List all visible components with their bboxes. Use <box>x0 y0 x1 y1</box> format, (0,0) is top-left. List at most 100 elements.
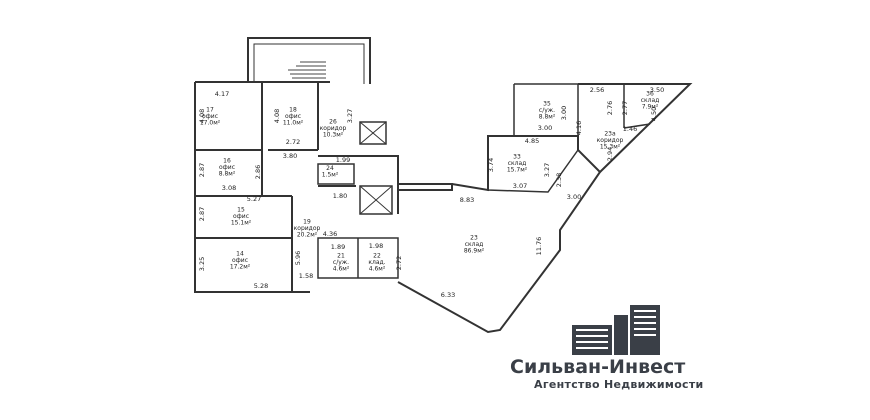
room-number: 17 <box>206 107 214 114</box>
dimension-label: 2.86 <box>254 165 262 179</box>
room-name: склад <box>641 97 660 104</box>
room-label-r24: 241.5м² <box>322 165 339 179</box>
dimension-label: 4.17 <box>215 90 229 98</box>
room-number: 36 <box>646 91 654 98</box>
room-area: 10.3м² <box>323 132 344 139</box>
dimension-label: 1.46 <box>623 125 637 133</box>
dimension-label: 3.74 <box>487 158 495 172</box>
room-area: 17.2м² <box>230 264 251 271</box>
room-name: с/уж. <box>539 107 555 114</box>
outer-wall-left <box>194 82 310 293</box>
room-number: 16 <box>223 158 231 165</box>
dimension-label: 3.27 <box>346 109 354 123</box>
room-area: 1.5м² <box>322 171 339 178</box>
room-name: офис <box>233 213 249 220</box>
connector-corridor <box>398 183 453 191</box>
dimension-label: 2.94 <box>606 147 614 161</box>
room-number: 26 <box>329 119 337 126</box>
room-21-22-walls <box>317 237 399 279</box>
room-label-r35: 35с/уж.8.8м² <box>539 101 556 121</box>
dimension-label: 2.72 <box>395 256 403 270</box>
room-name: офис <box>232 257 248 264</box>
shaft-cross <box>359 185 393 215</box>
dimension-label: 8.83 <box>460 196 474 204</box>
room-area: 15.7м² <box>507 167 528 174</box>
partition <box>623 123 651 129</box>
dimension-label: 4.85 <box>525 137 539 145</box>
dimension-label: 2.87 <box>198 207 206 221</box>
dimension-label: 1.58 <box>299 272 313 280</box>
room-area: 7.9м² <box>642 104 659 111</box>
shaft-cross <box>359 121 387 145</box>
dimension-label: 3.27 <box>543 163 551 177</box>
room-name: коридор <box>597 137 624 144</box>
room-name: склад <box>508 160 527 167</box>
room-number: 19 <box>303 219 311 226</box>
brand-name: Сильван-Инвест <box>510 356 685 378</box>
dimension-label: 1.99 <box>336 156 350 164</box>
dimension-label: 3.08 <box>222 184 236 192</box>
dimension-label: 3.80 <box>283 152 297 160</box>
dimension-label: 2.76 <box>606 101 614 115</box>
room-name: склад <box>465 241 484 248</box>
room-number: 15 <box>237 207 245 214</box>
building-icon <box>572 305 660 355</box>
dimension-label: 11.76 <box>535 237 543 256</box>
room-area: 15.1м² <box>231 220 252 227</box>
room-label-r21: 21с/уж.4.6м² <box>333 253 350 273</box>
dimension-label: 3.00 <box>538 124 552 132</box>
dimension-label: 3.00 <box>560 106 568 120</box>
room-area: 8.8м² <box>219 171 236 178</box>
dimension-label: 4.16 <box>575 121 583 135</box>
room-area: 17.0м² <box>200 120 221 127</box>
room-33-walls <box>487 136 579 193</box>
dimension-label: 5.96 <box>294 251 302 265</box>
dimension-label: 5.28 <box>254 282 268 290</box>
dimension-label: 3.07 <box>513 182 527 190</box>
room-number: 22 <box>373 253 381 260</box>
stair-inner-wall <box>253 43 365 84</box>
room-name: офис <box>219 164 235 171</box>
dimension-label: 3.50 <box>650 86 664 94</box>
dimension-label: 2.87 <box>198 163 206 177</box>
vent-shaft <box>359 185 393 215</box>
dimension-label: 1.89 <box>331 243 345 251</box>
room-name: офис <box>202 113 218 120</box>
right-wing-outline <box>578 83 693 173</box>
dimension-label: 4.36 <box>323 230 337 238</box>
dimension-label: 2.56 <box>590 86 604 94</box>
dimension-label: 1.80 <box>333 192 347 200</box>
room-number: 33 <box>513 154 521 161</box>
dimension-label: 4.08 <box>273 109 281 123</box>
room-name: клад. <box>368 259 385 266</box>
dimension-label: 5.27 <box>247 195 261 203</box>
corridor-wall <box>318 155 399 214</box>
room-number: 14 <box>236 251 244 258</box>
room-24-walls <box>317 163 355 185</box>
room-area: 15.3м² <box>600 144 621 151</box>
room-area: 4.6м² <box>369 266 386 273</box>
dimension-label: 6.33 <box>441 291 455 299</box>
dimension-label: 4.50 <box>650 107 658 121</box>
room-name: с/уж. <box>333 259 349 266</box>
room-number: 21 <box>337 253 345 260</box>
dimension-label: 3.25 <box>198 257 206 271</box>
room-area: 8.8м² <box>539 114 556 121</box>
room-number: 23а <box>604 131 616 138</box>
room-area: 20.2м² <box>297 232 318 239</box>
dimension-label: 1.98 <box>369 242 383 250</box>
dimension-label: 2.38 <box>555 173 563 187</box>
dimension-label: 3.00 <box>567 193 581 201</box>
